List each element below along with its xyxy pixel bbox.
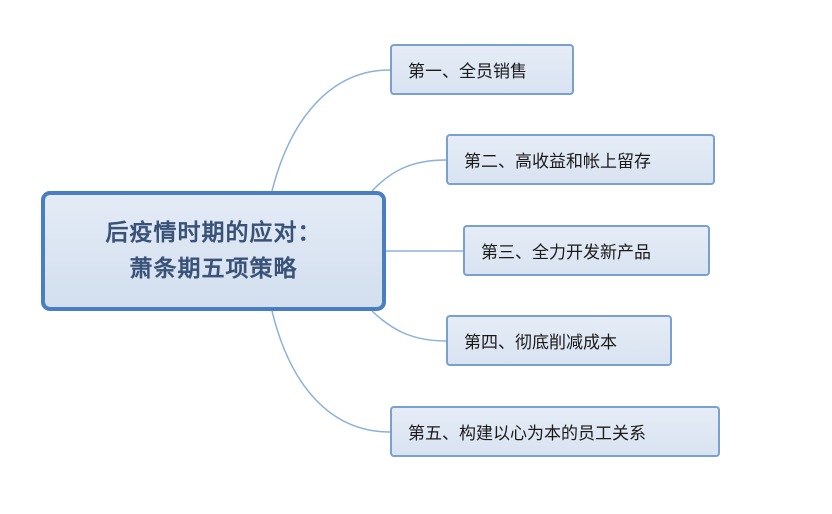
- central-topic-line1: 后疫情时期的应对：: [105, 220, 322, 246]
- branch-topic-2[interactable]: 第二、高收益和帐上留存: [446, 134, 715, 185]
- connector-line-1: [271, 69, 391, 192]
- branch-topic-4[interactable]: 第四、彻底削减成本: [446, 315, 672, 366]
- branch-topic-label: 第五、构建以心为本的员工关系: [408, 424, 646, 444]
- branch-topic-label: 第三、全力开发新产品: [481, 243, 651, 263]
- central-topic[interactable]: 后疫情时期的应对： 萧条期五项策略: [41, 191, 386, 311]
- central-topic-line2: 萧条期五项策略: [129, 256, 298, 282]
- branch-topic-3[interactable]: 第三、全力开发新产品: [463, 225, 710, 276]
- branch-topic-1[interactable]: 第一、全员销售: [390, 44, 574, 95]
- branch-topic-label: 第一、全员销售: [408, 62, 527, 82]
- branch-topic-label: 第四、彻底削减成本: [464, 333, 617, 353]
- connector-line-4: [371, 310, 447, 342]
- connector-line-5: [271, 310, 391, 433]
- connector-line-2: [371, 159, 447, 192]
- branch-topic-label: 第二、高收益和帐上留存: [464, 152, 651, 172]
- branch-topic-5[interactable]: 第五、构建以心为本的员工关系: [390, 406, 720, 457]
